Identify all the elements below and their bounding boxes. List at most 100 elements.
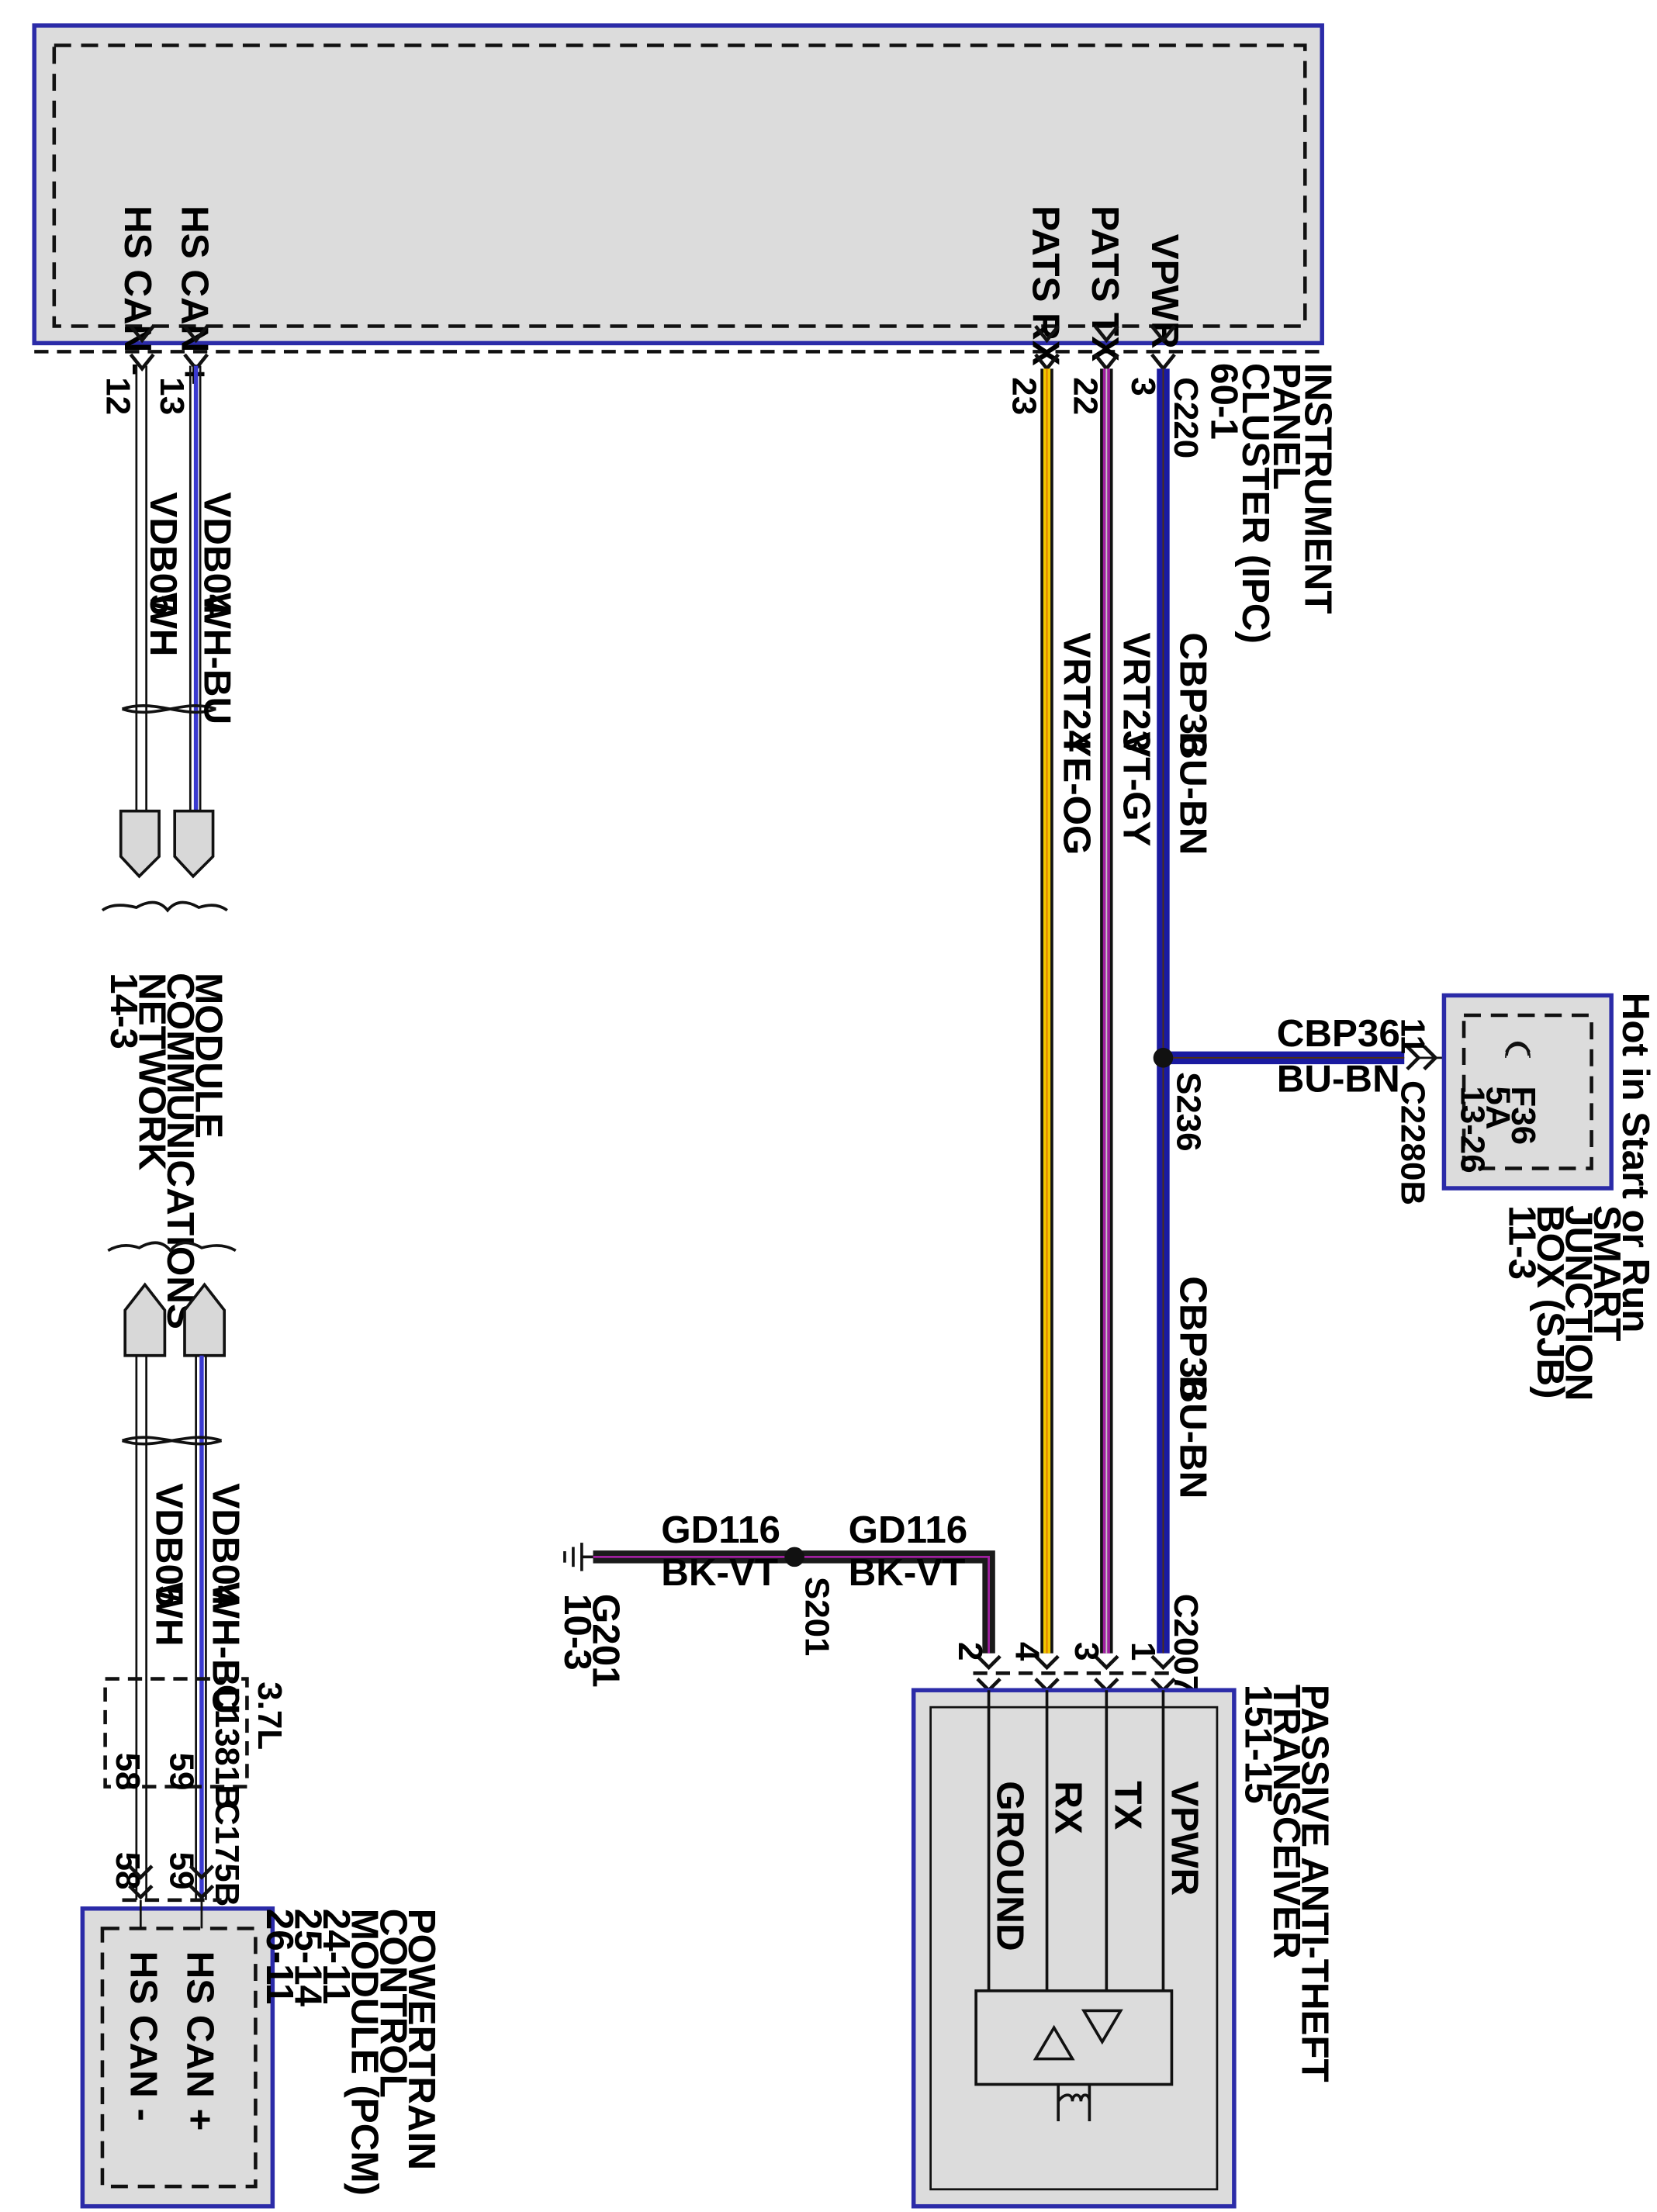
wire-vdb04-color-lower: WH-BU — [205, 1582, 247, 1714]
ipc-name-line-1: INSTRUMENT — [1296, 363, 1339, 614]
inline-connector-c1381b-label: C1381B — [208, 1685, 246, 1809]
pats-pin-tx: TX — [1106, 1781, 1149, 1830]
pats-name-line-3: 151-15 — [1237, 1685, 1279, 1804]
inline-connector-c1381b — [103, 1677, 249, 1789]
fuse-f36-ref: 13-26 — [1453, 1086, 1491, 1173]
pats-inner-outline — [929, 1706, 1219, 2191]
ipc-pin-number-3: 3 — [1124, 377, 1162, 396]
mcn-name-line-2: COMMUNICATIONS — [159, 973, 202, 1329]
wire-gd116-color-left: BK-VT — [661, 1551, 778, 1594]
inline-connector-c175b-label: C175B — [208, 1801, 246, 1907]
pats-tx-triangle-icon — [1081, 2009, 1123, 2045]
fuse-f36-rating: 5A — [1479, 1086, 1517, 1129]
smart-junction-box: F36 5A 13-26 — [1406, 993, 1614, 1191]
pcm-name-line-5: 25-14 — [287, 1909, 330, 2007]
fuse-f36-label: F36 — [1504, 1086, 1542, 1145]
sjb-hot-in-start-or-run: Hot in Start or Run — [1614, 993, 1657, 1333]
pats-pin-vpwr: VPWR — [1163, 1781, 1206, 1896]
pats-connector-c2007: C2007 — [1167, 1594, 1205, 1694]
pats-pin-rx: RX — [1047, 1781, 1090, 1834]
module-communications-network-label: MODULE COMMUNICATIONS NETWORK 14-3 — [102, 973, 230, 1329]
wire-vdb04-circuit-lower: VDB04 — [205, 1483, 247, 1607]
pats-connector — [973, 1654, 1178, 1693]
sjb-connector-c2280b: C2280B — [1394, 1080, 1432, 1205]
wire-vdb04-color: WH-BU — [196, 593, 239, 724]
pats-pin-ground: GROUND — [989, 1781, 1032, 1951]
wire-cbp36-color-lower: BU-BN — [1171, 1375, 1214, 1498]
ipc-pin-hs-can-minus: HS CAN - — [116, 206, 159, 375]
fuse-f36-symbol — [1505, 1042, 1531, 1059]
hs-can-pair-upper — [121, 365, 216, 814]
wire-vdb05-color-lower: WH — [147, 1582, 190, 1646]
pcm-name-line-2: CONTROL — [372, 1909, 414, 2098]
pats-pin-number-1: 1 — [1124, 1642, 1162, 1661]
inline-c1381b-pin-59: 59 — [163, 1753, 201, 1791]
splice-s236 — [1153, 1048, 1405, 1068]
ipc-inner-outline — [52, 43, 1307, 328]
ipc-pin-hs-can-plus: HS CAN + — [173, 206, 216, 385]
sjb-name-line-4: 11-3 — [1501, 1205, 1544, 1280]
ipc-name-line-4: 60-1 — [1203, 363, 1246, 440]
wire-cbp36-circuit-lower: CBP36 — [1171, 1276, 1214, 1399]
wire-vdb05-circuit-lower: VDB05 — [147, 1483, 190, 1606]
wire-vrt23-circuit: VRT23 — [1115, 632, 1157, 752]
ground-g201-label: G201 — [585, 1594, 628, 1688]
passive-anti-theft-transceiver — [911, 1688, 1237, 2209]
ground-g201-symbol — [563, 1543, 593, 1571]
sjb-pin-11: 11 — [1394, 1018, 1432, 1054]
pcm-pin-hs-can-plus: HS CAN + — [179, 1951, 222, 2131]
ipc-pin-number-13: 13 — [153, 377, 191, 415]
mcn-name-line-4: 14-3 — [102, 973, 145, 1049]
wire-vdb05-color: WH — [142, 593, 185, 656]
pcm-name-label: POWERTRAIN CONTROL MODULE (PCM) 24-11 25… — [258, 1909, 443, 2196]
pcm-inner-outline — [100, 1927, 258, 2189]
sjb-box — [1441, 993, 1614, 1191]
pcm-box — [80, 1906, 275, 2209]
instrument-panel-cluster: HS CAN - HS CAN + PATS RX PATS TX VPWR 1… — [32, 23, 1339, 644]
wire-gd116-bk-vt — [593, 1547, 995, 1654]
wire-vdb04-circuit: VDB04 — [196, 492, 239, 616]
ipc-pin-number-22: 22 — [1066, 377, 1104, 415]
wire-cbp36-color-sjb: BU-BN — [1277, 1058, 1400, 1101]
inline-variant-3-7l: 3.7L — [251, 1681, 289, 1750]
pcm-name-line-6: 26-11 — [258, 1909, 301, 2005]
ipc-pin-number-12: 12 — [99, 377, 137, 415]
sjb-inner-outline — [1462, 1013, 1593, 1170]
pats-box — [911, 1688, 1237, 2209]
splice-s236-label: S236 — [1170, 1072, 1208, 1151]
sjb-name-line-2: JUNCTION — [1558, 1205, 1600, 1401]
sjb-name-line-3: BOX (SJB) — [1529, 1205, 1572, 1399]
ipc-pin-vpwr: VPWR — [1143, 234, 1186, 349]
pcm-name-line-4: 24-11 — [315, 1909, 358, 2005]
pcm-name-line-1: POWERTRAIN — [400, 1909, 443, 2170]
mcn-arrow-connectors — [101, 809, 228, 913]
hs-can-pair-lower — [121, 1355, 223, 1900]
wire-vdb05-circuit: VDB05 — [142, 492, 185, 615]
ipc-pin-number-23: 23 — [1005, 377, 1043, 415]
mcn-name-line-3: NETWORK — [130, 973, 173, 1170]
ipc-name-line-3: CLUSTER (IPC) — [1234, 363, 1277, 644]
wire-cbp36-circuit-upper: CBP36 — [1171, 632, 1214, 755]
sjb-name-label: SMART JUNCTION BOX (SJB) 11-3 — [1501, 1205, 1629, 1401]
pats-rx-triangle-icon — [1033, 2024, 1075, 2061]
pats-name-line-2: TRANSCEIVER — [1265, 1685, 1308, 1959]
mcn-arrow-connectors-lower — [107, 1241, 237, 1357]
pats-pin-number-2: 2 — [951, 1642, 989, 1661]
pcm-connector-arrows — [122, 1865, 222, 1903]
inline-c175b-pin-58: 58 — [109, 1852, 147, 1890]
inline-c1381b-outline — [103, 1677, 249, 1789]
wire-vrt24-color: YE-OG — [1055, 731, 1098, 855]
ipc-box — [32, 23, 1324, 346]
wire-gd116-circuit-left: GD116 — [661, 1509, 780, 1551]
ipc-pin-pats-rx: PATS RX — [1024, 206, 1067, 366]
sjb-name-line-1: SMART — [1586, 1205, 1628, 1341]
wire-cbp36-color-upper: BU-BN — [1171, 731, 1214, 855]
wire-vrt24-circuit: VRT24 — [1055, 632, 1098, 752]
ground-g201-ref: 10-3 — [556, 1594, 599, 1671]
powertrain-control-module — [80, 1899, 275, 2209]
wire-vrt23-color: VT-GY — [1115, 731, 1157, 846]
splice-s201-dot — [784, 1547, 804, 1567]
pats-pin-number-4: 4 — [1008, 1642, 1046, 1661]
pats-name-label: PASSIVE ANTI-THEFT TRANSCEIVER 151-15 — [1237, 1685, 1336, 2082]
